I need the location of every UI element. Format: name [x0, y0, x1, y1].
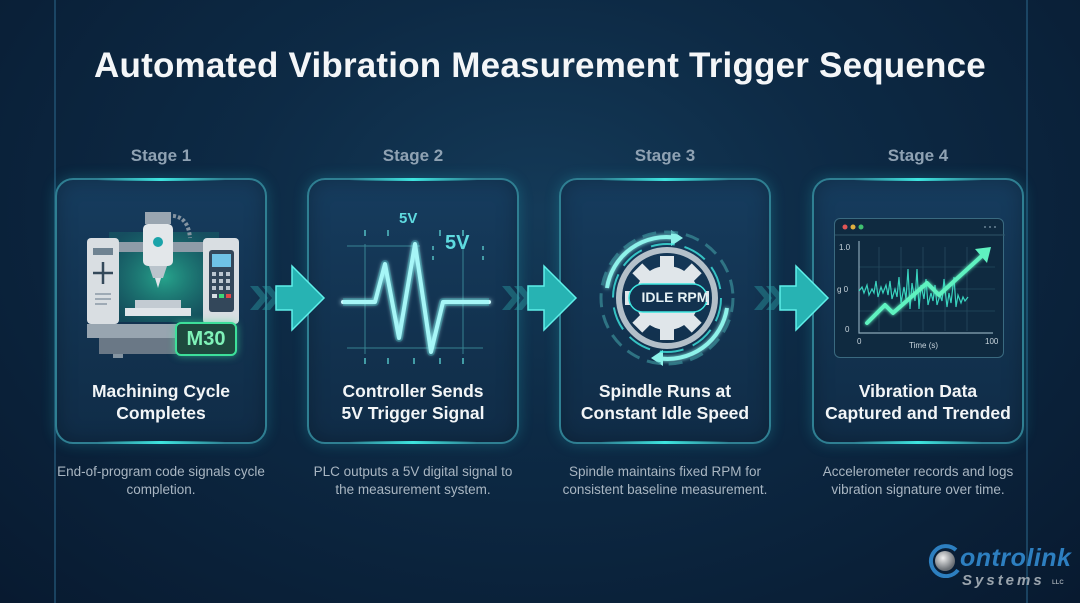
- vibration-chart-icon: [835, 224, 1005, 334]
- stage-1-title: Machining Cycle Completes: [57, 380, 265, 424]
- chart-x-axis-label: Time (s): [909, 341, 939, 350]
- stage-1-title-line2: Completes: [116, 403, 206, 423]
- stage-2-card: 5V 5V Controller Sends 5V Trigger Signal: [307, 178, 519, 444]
- logo-main-text: ontrolink: [960, 544, 1072, 572]
- chart-y-mid-label: g 0: [837, 285, 849, 294]
- stage-3-description: Spindle maintains fixed RPM for consiste…: [562, 464, 768, 497]
- stage-1-card: M30 Machining Cycle Completes: [55, 178, 267, 444]
- vibration-chart-window: 1.0 g 0 0 0 100 Time (s): [834, 218, 1005, 358]
- stage-1-title-line1: Machining Cycle: [91, 381, 231, 401]
- stage-3-title: Spindle Runs at Constant Idle Speed: [561, 380, 769, 424]
- decor-line-right: [1026, 0, 1028, 603]
- stage-1-label: Stage 1: [130, 146, 192, 165]
- stage-4-label: Stage 4: [887, 146, 949, 165]
- page-title: Automated Vibration Measurement Trigger …: [94, 46, 986, 85]
- company-logo: ontrolink Systems LLC: [928, 544, 1078, 594]
- stage-4-title-line1: Vibration Data: [858, 381, 978, 401]
- stage-3-title-line1: Spindle Runs at: [598, 381, 732, 401]
- stage-2-title-line2: 5V Trigger Signal: [341, 403, 485, 423]
- stage-1-description: End-of-program code signals cycle comple…: [57, 464, 265, 497]
- logo-sub-text: Systems: [962, 572, 1045, 589]
- idle-rpm-label: IDLE RPM: [641, 289, 709, 305]
- voltage-label-side: 5V: [445, 232, 470, 254]
- next-arrow-icon: [754, 264, 830, 332]
- stage-2-title: Controller Sends 5V Trigger Signal: [309, 380, 517, 424]
- m30-badge: M30: [175, 322, 237, 356]
- stage-4-title-line2: Captured and Trended: [825, 403, 1011, 423]
- stage-2-description: PLC outputs a 5V digital signal to the m…: [313, 464, 513, 497]
- stage-3-card: IDLE RPM Spindle Runs at Constant Idle S…: [559, 178, 771, 444]
- logo-llc-text: LLC: [1052, 580, 1064, 586]
- stage-4-title: Vibration Data Captured and Trended: [814, 380, 1022, 424]
- chart-y-top-label: 1.0: [839, 243, 851, 252]
- next-arrow-icon: [250, 264, 326, 332]
- stage-4-description: Accelerometer records and logs vibration…: [822, 464, 1014, 497]
- chart-x-start-label: 0: [857, 337, 862, 346]
- stage-4-card: 1.0 g 0 0 0 100 Time (s) Vibration Data …: [812, 178, 1024, 444]
- stage-3-label: Stage 3: [634, 146, 696, 165]
- logo-globe-icon: [928, 544, 960, 578]
- signal-pulse-icon: [325, 202, 505, 372]
- stage-2-title-line1: Controller Sends: [342, 381, 484, 401]
- next-arrow-icon: [502, 264, 578, 332]
- rotating-gear-icon: [577, 202, 757, 372]
- chart-y-bottom-label: 0: [845, 325, 850, 334]
- voltage-label-top: 5V: [399, 210, 418, 227]
- stage-2-label: Stage 2: [382, 146, 444, 165]
- chart-x-end-label: 100: [985, 337, 999, 346]
- stage-3-title-line2: Constant Idle Speed: [580, 403, 750, 423]
